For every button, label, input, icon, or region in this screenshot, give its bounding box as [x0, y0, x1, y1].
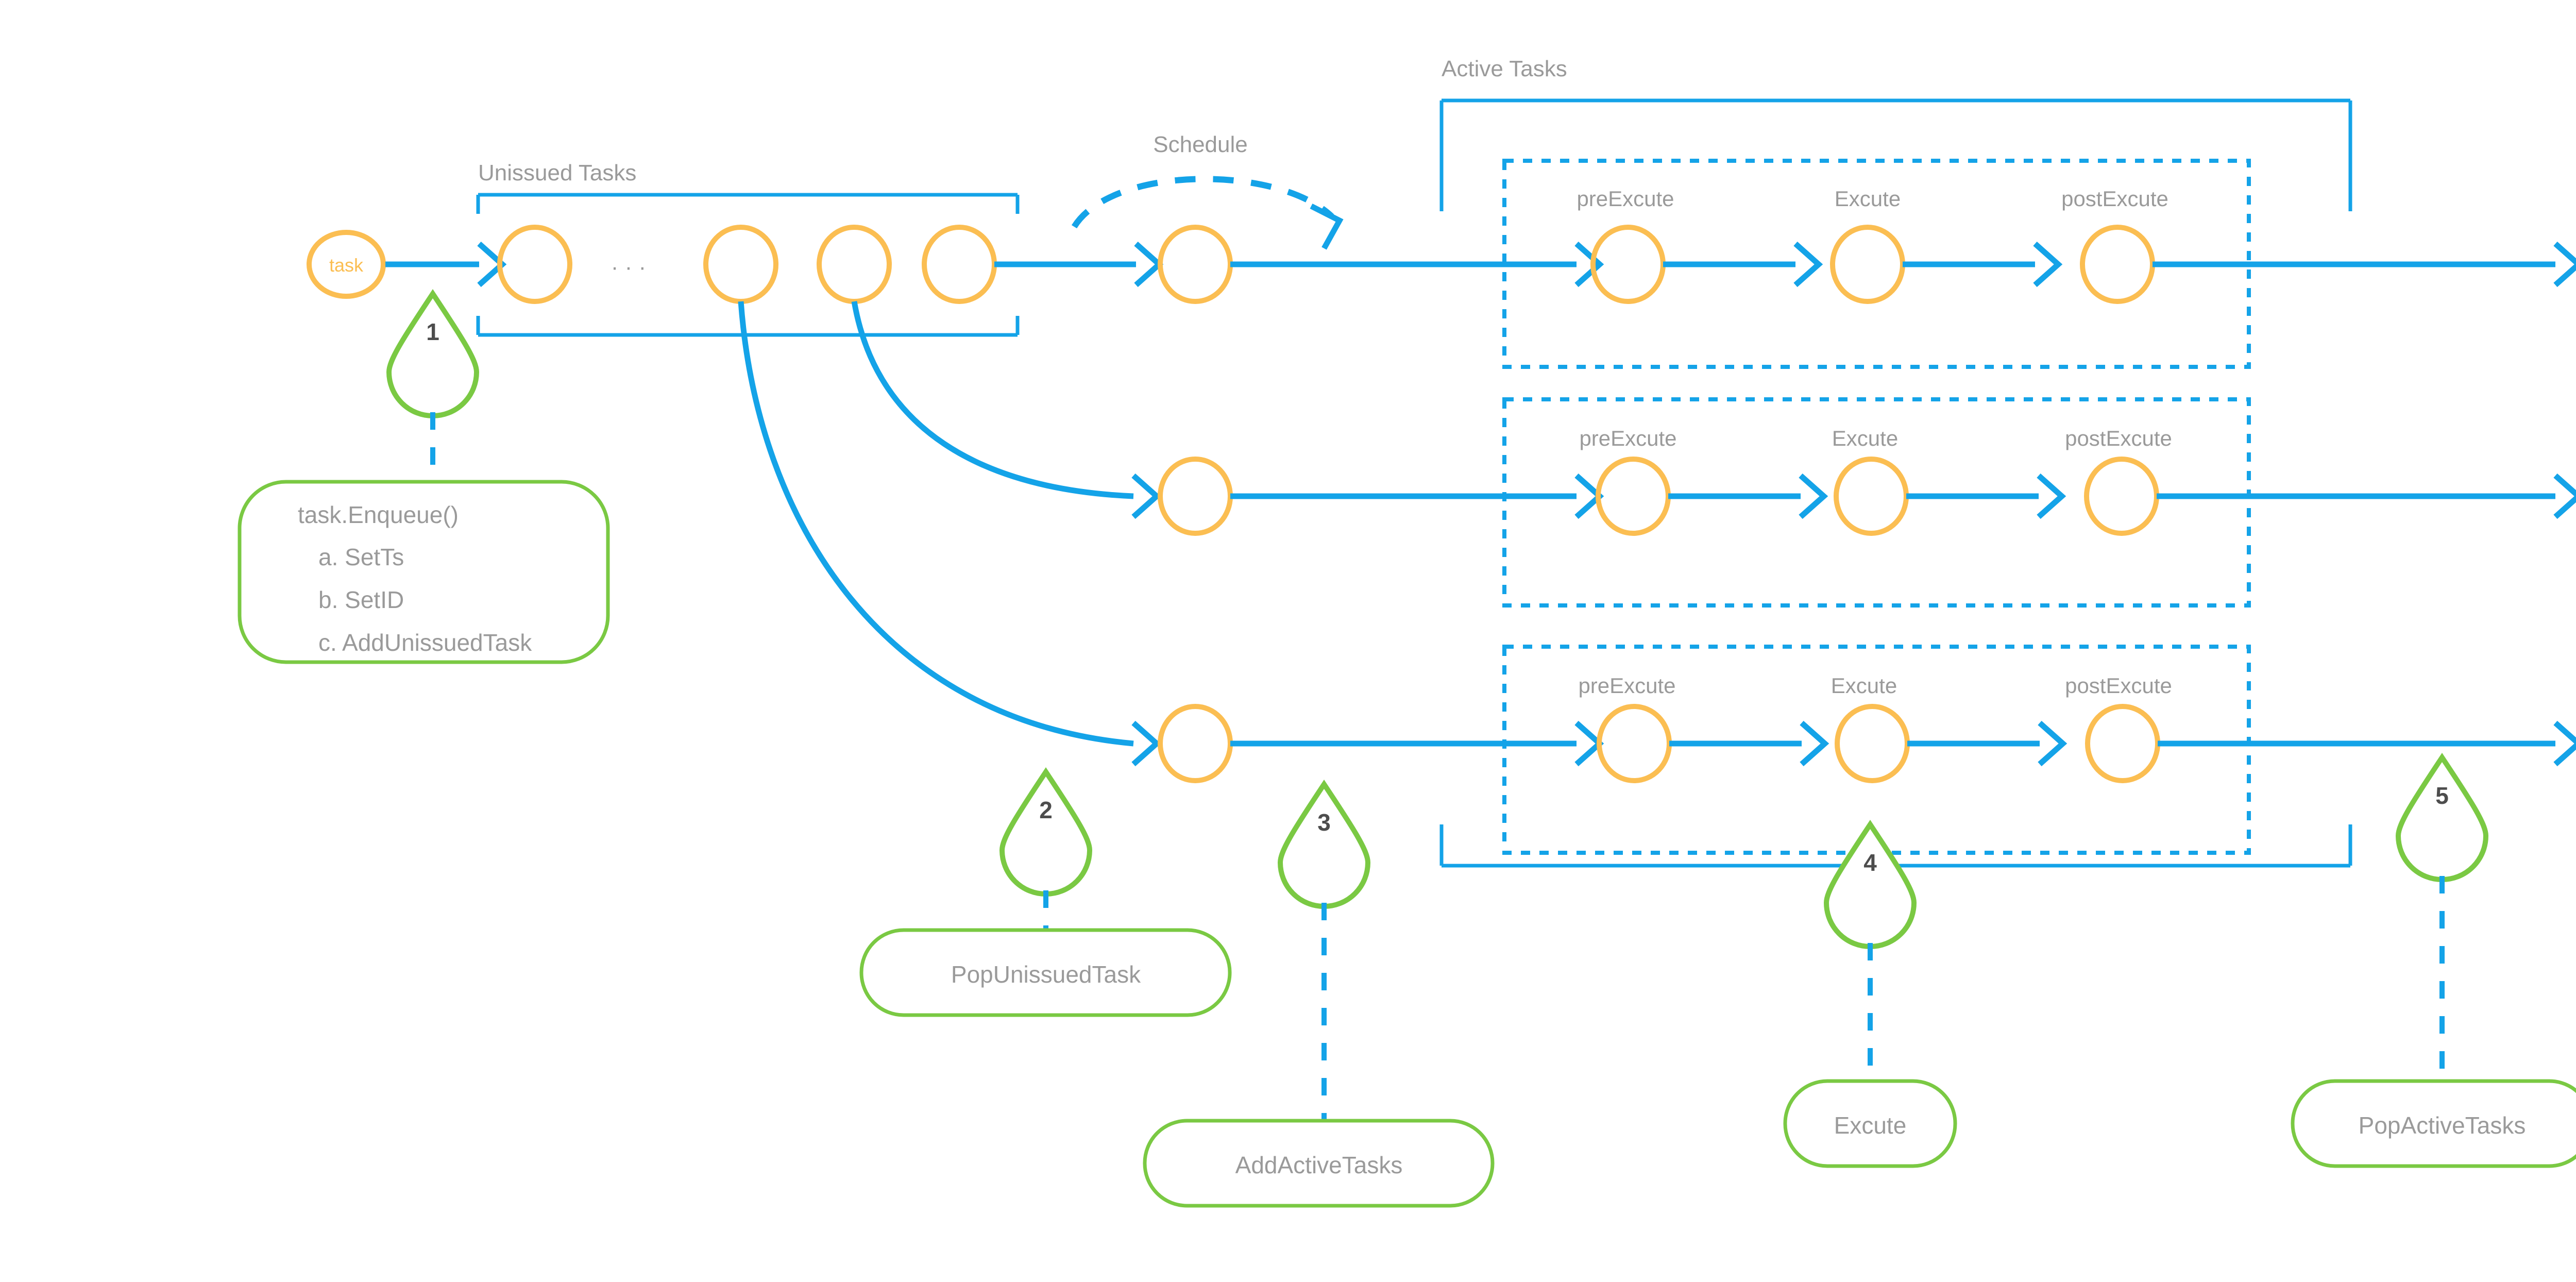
- row2-exit-arrow: [2157, 473, 2576, 519]
- row1-pipeline-box: [1502, 159, 2251, 369]
- queue-ellipsis: · · ·: [611, 255, 646, 280]
- source-task-label: task: [329, 255, 364, 276]
- row3-arrow-exec-post: [1907, 720, 2067, 767]
- row1-arrow-pre-exec: [1663, 241, 1823, 288]
- callout-pop-unissued-label: PopUnissuedTask: [951, 961, 1141, 988]
- row1-into-pipeline: [1230, 241, 1604, 288]
- row2-arrow-pre-exec: [1668, 473, 1828, 519]
- row2-exec-node[interactable]: [1834, 457, 1909, 536]
- row2-into-pipeline: [1230, 473, 1604, 519]
- source-task-node[interactable]: task: [307, 230, 386, 299]
- row2-pipeline-box: [1502, 397, 2251, 608]
- marker-1-number: 1: [426, 318, 439, 345]
- callout-enqueue-line-b: b. SetID: [318, 586, 404, 613]
- row1-pre-label: preExcute: [1577, 187, 1674, 211]
- row1-exec-label: Excute: [1835, 187, 1901, 211]
- callout-enqueue-line-a: a. SetTs: [318, 544, 404, 570]
- schedule-dashed-arrow: [1071, 176, 1344, 250]
- queue-slot-3[interactable]: [817, 225, 892, 304]
- row3-into-pipeline: [1230, 720, 1604, 767]
- row3-arrow-pre-exec: [1669, 720, 1829, 767]
- callout-execute-label: Excute: [1834, 1112, 1907, 1139]
- row1-arrow-exec-post: [1903, 241, 2063, 288]
- curve-queue-to-row3: [738, 301, 1161, 767]
- active-tasks-label: Active Tasks: [1442, 56, 1567, 81]
- row2-pre-label: preExcute: [1579, 426, 1676, 450]
- row2-arrow-exec-post: [1906, 473, 2066, 519]
- marker-4[interactable]: 4: [1823, 819, 1917, 949]
- callout-pop-active-label: PopActiveTasks: [2359, 1112, 2526, 1139]
- row1-exit-arrow: [2153, 241, 2576, 288]
- row3-post-label: postExcute: [2065, 673, 2172, 698]
- callout-enqueue[interactable]: task.Enqueue() a. SetTs b. SetID c. AddU…: [238, 480, 610, 664]
- callout-enqueue-line-c: c. AddUnissuedTask: [318, 629, 532, 656]
- row1-post-label: postExcute: [2061, 187, 2168, 211]
- arrow-queue-to-row1: [994, 241, 1164, 288]
- row3-exit-arrow: [2158, 720, 2576, 767]
- row3-post-node[interactable]: [2085, 704, 2160, 783]
- marker-2-number: 2: [1039, 797, 1053, 823]
- marker-5-number: 5: [2435, 782, 2449, 809]
- callout-execute[interactable]: Excute: [1783, 1079, 1957, 1168]
- row2-dispatch-node[interactable]: [1158, 457, 1233, 536]
- row3-dispatch-node[interactable]: [1158, 704, 1233, 783]
- queue-slot-1[interactable]: [497, 225, 572, 304]
- marker-3[interactable]: 3: [1277, 779, 1371, 909]
- marker-3-number: 3: [1317, 809, 1331, 836]
- marker-2[interactable]: 2: [999, 767, 1093, 897]
- row1-post-node[interactable]: [2080, 225, 2155, 304]
- row2-post-node[interactable]: [2084, 457, 2159, 536]
- unissued-tasks-bracket: [476, 193, 1020, 337]
- row2-exec-label: Excute: [1832, 426, 1898, 450]
- row1-exec-node[interactable]: [1830, 225, 1905, 304]
- row2-post-label: postExcute: [2065, 426, 2172, 450]
- curve-queue-to-row2: [851, 301, 1161, 519]
- callout-pop-active[interactable]: PopActiveTasks: [2291, 1079, 2576, 1168]
- queue-slot-4[interactable]: [922, 225, 997, 304]
- callout-enqueue-title: task.Enqueue(): [298, 501, 459, 528]
- unissued-tasks-label: Unissued Tasks: [478, 160, 636, 185]
- row3-pre-label: preExcute: [1578, 673, 1675, 698]
- callout-pop-unissued[interactable]: PopUnissuedTask: [859, 928, 1232, 1017]
- marker-4-number: 4: [1863, 849, 1877, 876]
- arrow-task-to-queue: [385, 241, 507, 288]
- marker-1[interactable]: 1: [386, 289, 480, 418]
- row3-exec-label: Excute: [1831, 673, 1897, 698]
- row2-pre-node[interactable]: [1596, 457, 1671, 536]
- row3-pre-node[interactable]: [1597, 704, 1672, 783]
- callout-add-active-label: AddActiveTasks: [1235, 1152, 1403, 1178]
- marker-5[interactable]: 5: [2395, 752, 2489, 882]
- queue-slot-2[interactable]: [703, 225, 778, 304]
- active-tasks-bracket: [1439, 98, 2352, 868]
- schedule-label: Schedule: [1153, 132, 1247, 157]
- row3-exec-node[interactable]: [1835, 704, 1910, 783]
- callout-add-active[interactable]: AddActiveTasks: [1143, 1119, 1495, 1208]
- row1-dispatch-node[interactable]: [1158, 225, 1233, 304]
